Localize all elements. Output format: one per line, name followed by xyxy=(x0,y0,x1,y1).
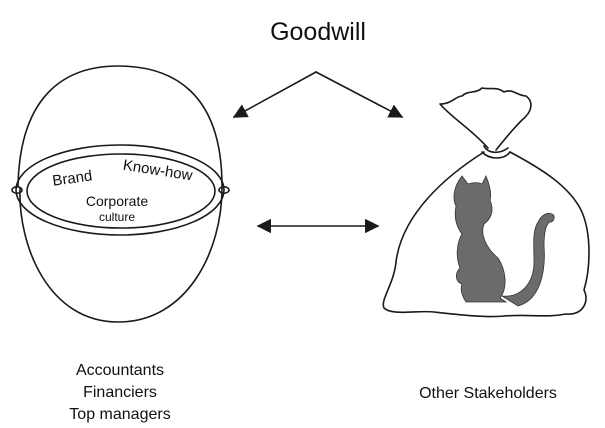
cat-silhouette xyxy=(453,175,508,303)
label-top-managers: Top managers xyxy=(69,406,170,423)
label-corporate: Corporate xyxy=(86,193,148,209)
label-know-how: Know-how xyxy=(122,157,194,185)
left-group: Accountants Financiers Top managers xyxy=(69,362,170,423)
basket-rim-outer xyxy=(15,144,225,236)
basket-hinge-right xyxy=(218,186,230,195)
bag xyxy=(382,87,590,318)
bag-tie xyxy=(481,145,511,159)
basket-rim-inner xyxy=(26,153,216,229)
title-arrows xyxy=(232,71,404,118)
label-accountants: Accountants xyxy=(76,362,164,379)
label-financiers: Financiers xyxy=(83,384,157,401)
arrow-to-bag xyxy=(315,71,404,118)
bag-top xyxy=(439,87,532,151)
basket: Brand Know-how Corporate culture xyxy=(11,65,230,323)
bag-body xyxy=(382,151,590,318)
arrow-to-basket xyxy=(232,71,317,118)
label-other-stakeholders: Other Stakeholders xyxy=(419,385,557,402)
basket-bowl xyxy=(19,187,223,323)
basket-handle xyxy=(17,65,223,187)
label-culture: culture xyxy=(99,210,135,224)
label-brand: Brand xyxy=(51,167,93,189)
diagram-title: Goodwill xyxy=(270,18,366,46)
basket-hinge-left xyxy=(11,186,23,195)
cat-tail xyxy=(501,212,555,307)
